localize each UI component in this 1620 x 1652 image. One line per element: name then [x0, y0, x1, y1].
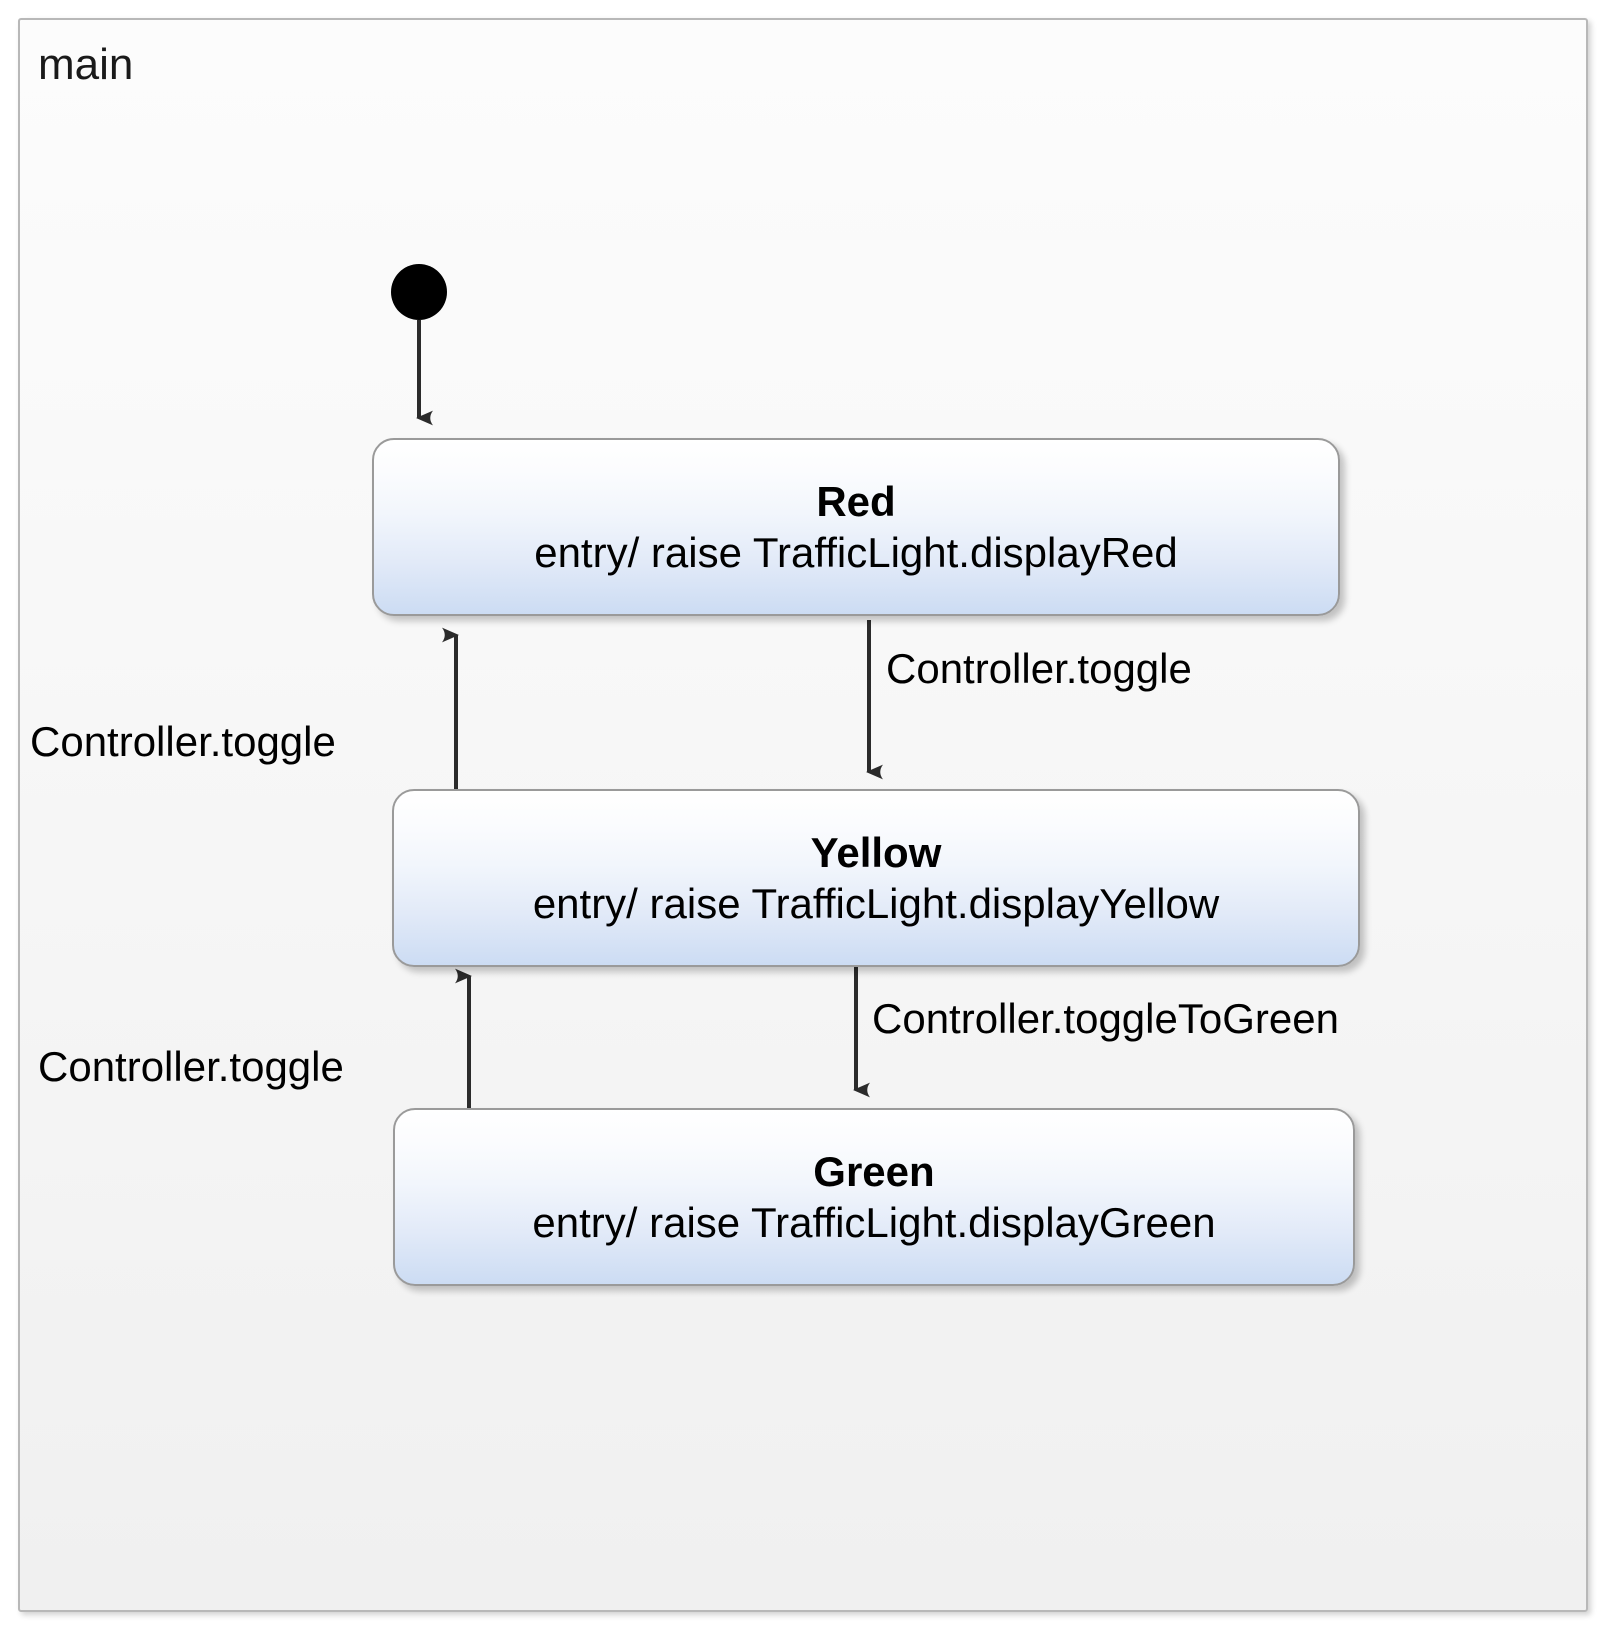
edge-label-yellow-to-green[interactable]: Controller.toggleToGreen — [872, 995, 1339, 1042]
region-title: main — [38, 40, 134, 89]
state-yellow[interactable]: Yellow entry/ raise TrafficLight.display… — [392, 789, 1360, 967]
state-red-name: Red — [816, 477, 896, 525]
state-green-body: entry/ raise TrafficLight.displayGreen — [532, 1199, 1216, 1246]
state-green-name: Green — [813, 1147, 935, 1195]
state-red-body: entry/ raise TrafficLight.displayRed — [534, 529, 1178, 576]
edge-label-green-to-yellow[interactable]: Controller.toggle — [38, 1043, 344, 1090]
state-green[interactable]: Green entry/ raise TrafficLight.displayG… — [393, 1108, 1355, 1286]
edge-label-yellow-to-red[interactable]: Controller.toggle — [30, 718, 336, 765]
initial-state-node[interactable] — [391, 264, 447, 320]
edge-label-red-to-yellow[interactable]: Controller.toggle — [886, 645, 1192, 692]
state-yellow-name: Yellow — [810, 828, 942, 876]
state-yellow-body: entry/ raise TrafficLight.displayYellow — [532, 880, 1220, 927]
state-red[interactable]: Red entry/ raise TrafficLight.displayRed — [372, 438, 1340, 616]
